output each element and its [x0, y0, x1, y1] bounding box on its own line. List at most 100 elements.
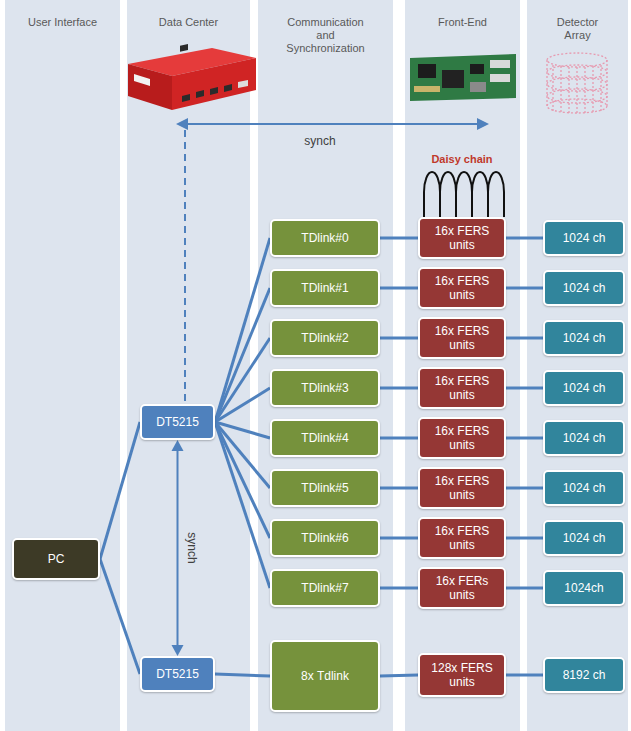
connector: [380, 438, 418, 439]
column-heading: User Interface: [8, 16, 118, 29]
box-label: 1024ch: [564, 581, 603, 595]
connector-line: [215, 338, 270, 422]
edge-label: synch: [185, 532, 199, 563]
connector: [380, 388, 418, 389]
connector: [506, 238, 543, 239]
pc-box: PC: [12, 538, 100, 580]
daisy-chain-label: Daisy chain: [431, 153, 492, 165]
box-label: 16x FERS units: [424, 374, 500, 402]
connector-line: [380, 237, 418, 240]
box-label: 16x FERs units: [424, 574, 500, 602]
box-label: TDlink#1: [301, 281, 348, 295]
tdlink-box: TDlink#0: [270, 219, 380, 257]
channel-box: 1024 ch: [543, 420, 625, 456]
connector: [215, 288, 270, 422]
fers-box: 128x FERS units: [418, 653, 506, 697]
connector-line: [380, 675, 418, 676]
data-center-box: DT5215: [140, 656, 215, 692]
daisy-chain-loops: [424, 172, 504, 217]
box-label: 16x FERS units: [424, 324, 500, 352]
connector: [215, 388, 270, 422]
connector: [506, 438, 543, 439]
connector-line: [215, 238, 270, 422]
connector: [506, 338, 543, 339]
connector-line: [380, 387, 418, 390]
tdlink-box: TDlink#4: [270, 419, 380, 457]
channel-box: 1024 ch: [543, 370, 625, 406]
connector-line: [100, 559, 140, 674]
fers-box: 16x FERS units: [418, 317, 506, 359]
connector: [380, 675, 418, 676]
tdlink-box: TDlink#3: [270, 369, 380, 407]
tdlink-box: TDlink#5: [270, 469, 380, 507]
fers-box: 16x FERS units: [418, 267, 506, 309]
column-band: Detector Array1024 ch1024 ch1024 ch1024 …: [527, 0, 628, 731]
connector: [172, 440, 184, 656]
connector: [380, 338, 418, 339]
column-heading: Front-End: [408, 16, 518, 29]
connector-line: [380, 437, 418, 440]
column-band: User InterfacePC: [5, 0, 120, 731]
box-label: TDlink#6: [301, 531, 348, 545]
front-end-board: [410, 54, 516, 101]
connector-line: [506, 537, 543, 540]
data-center-box: DT5215: [140, 404, 215, 440]
connector: [380, 238, 418, 239]
connector-line: [380, 337, 418, 340]
connector: [380, 588, 418, 589]
column-band: Communication and SynchronizationTDlink#…: [258, 0, 393, 731]
box-label: 16x FERS units: [424, 274, 500, 302]
channel-box: 1024 ch: [543, 270, 625, 306]
connector-line: [215, 422, 270, 588]
box-label: 1024 ch: [563, 331, 606, 345]
connector: [380, 288, 418, 289]
connector-line: [215, 288, 270, 422]
fers-box: 16x FERS units: [418, 217, 506, 259]
connector: [215, 422, 270, 538]
connector-line: [506, 287, 543, 290]
connector-line: [506, 674, 543, 677]
column-heading: Data Center: [134, 16, 244, 29]
connector: [506, 488, 543, 489]
fers-box: 16x FERS units: [418, 517, 506, 559]
synch-label: synch: [304, 134, 335, 148]
box-label: 1024 ch: [563, 431, 606, 445]
connector: [380, 488, 418, 489]
box-label: DT5215: [156, 667, 199, 681]
daq-device: [128, 44, 256, 110]
connector-line: [380, 537, 418, 540]
channel-box: 1024 ch: [543, 470, 625, 506]
connector: [215, 674, 270, 676]
connector-line: [506, 487, 543, 490]
connector: [100, 422, 140, 559]
connector-line: [506, 587, 543, 590]
connector: [506, 588, 543, 589]
box-label: 16x FERS units: [424, 224, 500, 252]
box-label: 16x FERS units: [424, 524, 500, 552]
box-label: 1024 ch: [563, 381, 606, 395]
tdlink-box: TDlink#1: [270, 269, 380, 307]
connector: [100, 559, 140, 674]
connector-line: [506, 437, 543, 440]
connector: [215, 422, 270, 588]
fers-box: 16x FERS units: [418, 417, 506, 459]
connector-line: [215, 422, 270, 538]
box-label: PC: [48, 552, 65, 566]
tdlink-box: TDlink#7: [270, 569, 380, 607]
box-label: TDlink#0: [301, 231, 348, 245]
box-label: TDlink#7: [301, 581, 348, 595]
connector: [380, 538, 418, 539]
connector: [215, 338, 270, 422]
channel-box: 1024 ch: [543, 220, 625, 256]
box-label: 1024 ch: [563, 231, 606, 245]
box-label: 1024 ch: [563, 481, 606, 495]
box-label: 128x FERS units: [424, 661, 500, 689]
tdlink-box: 8x Tdlink: [270, 640, 380, 712]
fers-box: 16x FERs units: [418, 567, 506, 609]
box-label: 16x FERS units: [424, 474, 500, 502]
column-heading: Communication and Synchronization: [280, 16, 372, 55]
channel-box: 1024ch: [543, 570, 625, 606]
box-label: DT5215: [156, 415, 199, 429]
